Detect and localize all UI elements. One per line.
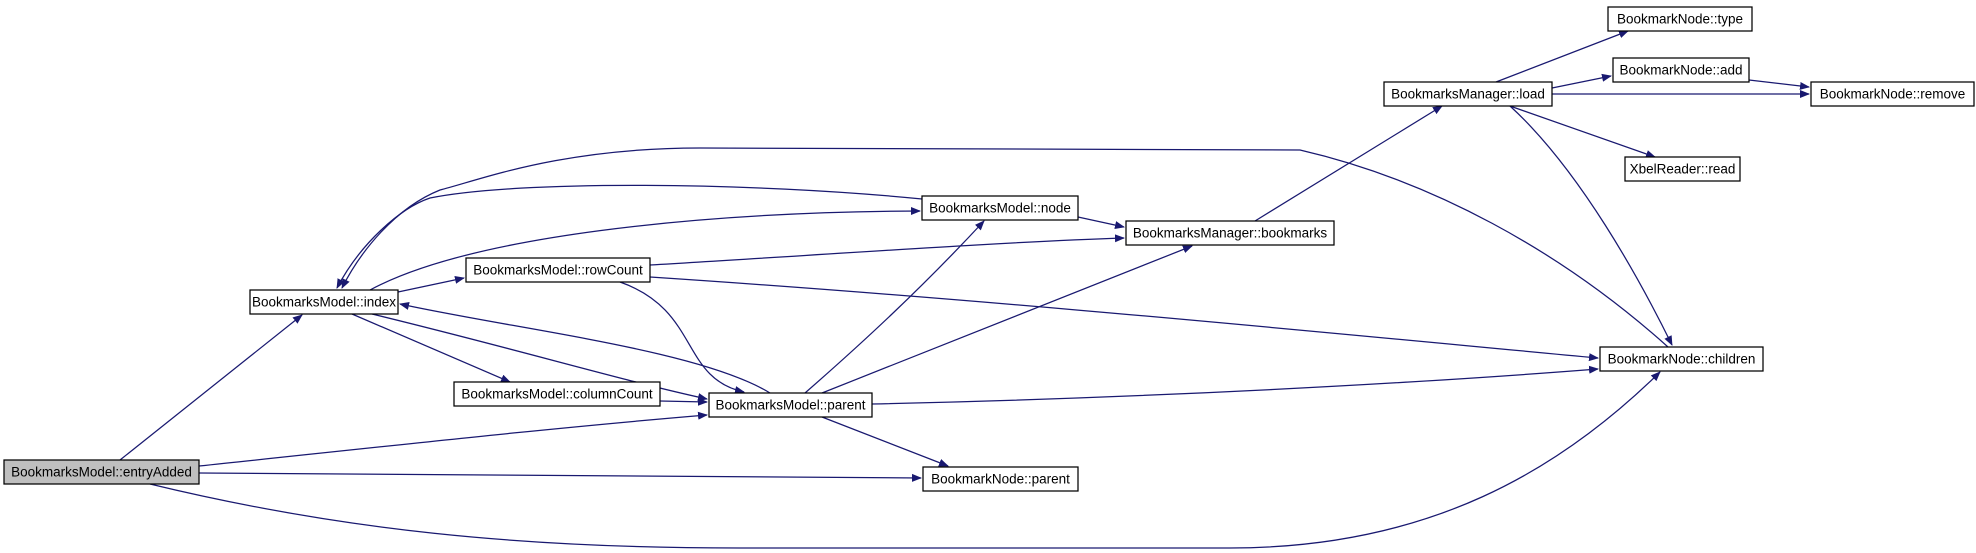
node-label[interactable]: BookmarksModel::index <box>252 295 396 310</box>
node-label[interactable]: BookmarksManager::load <box>1391 87 1545 102</box>
node-modelParent[interactable]: BookmarksModel::parent <box>708 392 873 418</box>
node-box[interactable] <box>3 459 200 485</box>
edge-node-to-index <box>336 184 923 289</box>
edge-index-to-node <box>369 207 921 291</box>
node-box[interactable] <box>465 257 651 283</box>
node-columnCount[interactable]: BookmarksModel::columnCount <box>453 381 661 407</box>
node-nodeParent[interactable]: BookmarkNode::parent <box>922 466 1079 492</box>
node-box[interactable] <box>249 289 399 315</box>
node-load[interactable]: BookmarksManager::load <box>1383 81 1553 107</box>
nodes-layer: BookmarksModel::entryAdded BookmarksModel… <box>3 6 1975 492</box>
edge-load-to-type <box>1495 30 1629 83</box>
edge-modelParent-to-index <box>399 301 771 394</box>
edge-load-to-xbelRead <box>1509 105 1656 158</box>
edge-load-to-children <box>1509 105 1673 346</box>
node-label[interactable]: BookmarksModel::columnCount <box>461 387 653 402</box>
node-children[interactable]: BookmarkNode::children <box>1599 346 1764 372</box>
node-box[interactable] <box>921 195 1079 221</box>
node-node[interactable]: BookmarksModel::node <box>921 195 1079 221</box>
node-entryAdded[interactable]: BookmarksModel::entryAdded <box>3 459 200 485</box>
node-label[interactable]: BookmarksModel::parent <box>715 398 865 413</box>
node-box[interactable] <box>1607 6 1753 32</box>
edge-columnCount-to-modelParent <box>659 397 708 406</box>
node-label[interactable]: BookmarkNode::remove <box>1820 87 1966 102</box>
edge-entryAdded-to-nodeParent <box>198 472 922 482</box>
edge-modelParent-to-children <box>871 365 1599 405</box>
node-box[interactable] <box>1612 57 1750 83</box>
edge-rowCount-to-modelParent <box>619 281 745 394</box>
edge-index-to-modelParent <box>371 313 708 401</box>
node-type[interactable]: BookmarkNode::type <box>1607 6 1753 32</box>
edge-modelParent-to-node <box>804 220 985 394</box>
edge-entryAdded-to-modelParent <box>198 411 708 467</box>
edge-node-to-bookmarks <box>1077 216 1125 229</box>
node-box[interactable] <box>1810 81 1975 107</box>
node-label[interactable]: BookmarksModel::rowCount <box>473 263 643 278</box>
node-box[interactable] <box>1624 156 1741 182</box>
node-label[interactable]: BookmarksManager::bookmarks <box>1133 226 1328 241</box>
edge-add-to-remove <box>1748 79 1810 90</box>
node-label[interactable]: BookmarkNode::type <box>1617 12 1743 27</box>
edge-index-to-columnCount <box>351 313 511 383</box>
node-remove[interactable]: BookmarkNode::remove <box>1810 81 1975 107</box>
node-rowCount[interactable]: BookmarksModel::rowCount <box>465 257 651 283</box>
node-box[interactable] <box>1383 81 1553 107</box>
node-label[interactable]: XbelReader::read <box>1630 162 1736 177</box>
node-label[interactable]: BookmarksModel::node <box>929 201 1071 216</box>
node-box[interactable] <box>1125 220 1335 246</box>
edge-index-to-rowCount <box>397 275 465 293</box>
edge-entryAdded-to-children <box>149 371 1661 549</box>
node-box[interactable] <box>453 381 661 407</box>
edge-entryAdded-to-index <box>119 314 303 461</box>
node-index[interactable]: BookmarksModel::index <box>249 289 399 315</box>
node-label[interactable]: BookmarkNode::children <box>1608 352 1756 367</box>
edges-layer <box>119 30 1810 549</box>
node-label[interactable]: BookmarkNode::add <box>1619 63 1742 78</box>
node-box[interactable] <box>708 392 873 418</box>
node-label[interactable]: BookmarksModel::entryAdded <box>11 465 192 480</box>
node-xbelRead[interactable]: XbelReader::read <box>1624 156 1741 182</box>
edge-children-to-index <box>341 147 1669 348</box>
edge-load-to-add <box>1551 73 1612 89</box>
node-label[interactable]: BookmarkNode::parent <box>931 472 1070 487</box>
edge-rowCount-to-bookmarks <box>649 234 1125 266</box>
edge-modelParent-to-nodeParent <box>821 416 949 467</box>
node-add[interactable]: BookmarkNode::add <box>1612 57 1750 83</box>
edge-rowCount-to-children <box>649 276 1599 362</box>
edge-modelParent-to-bookmarks <box>821 245 1193 394</box>
node-bookmarks[interactable]: BookmarksManager::bookmarks <box>1125 220 1335 246</box>
node-box[interactable] <box>1599 346 1764 372</box>
node-box[interactable] <box>922 466 1079 492</box>
